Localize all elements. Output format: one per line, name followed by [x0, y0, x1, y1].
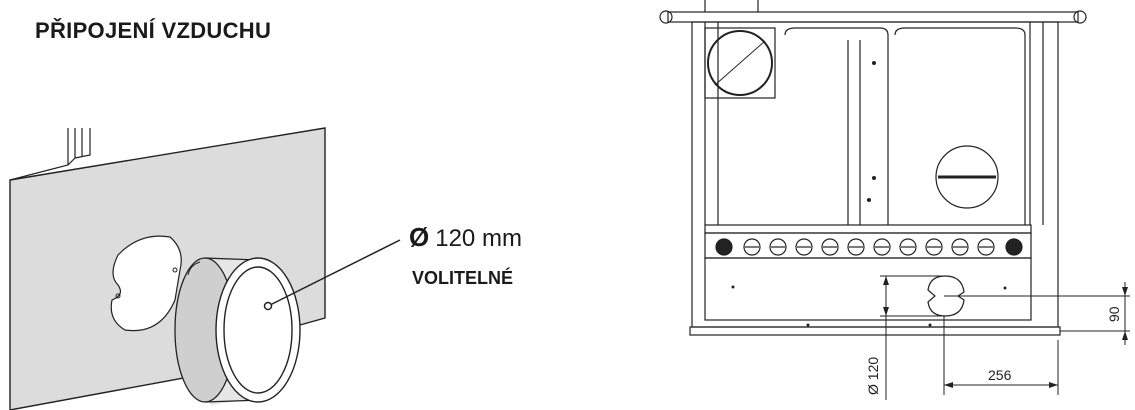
leader-line	[269, 239, 401, 306]
cover-screw	[172, 267, 178, 273]
round-vent	[935, 145, 999, 209]
air-inlet	[927, 275, 965, 317]
base-plinth	[689, 326, 1061, 336]
screws	[731, 61, 1007, 327]
upper-bracket	[9, 128, 91, 181]
rail-end-left	[659, 10, 673, 24]
dim-width-label: 256	[988, 367, 1012, 383]
panel-left	[784, 27, 889, 225]
dim-height-label: 90	[1106, 306, 1122, 322]
top-rail	[667, 11, 1079, 23]
middle-band	[704, 224, 1032, 234]
stove-body	[691, 21, 1059, 328]
leader-dot	[263, 301, 273, 311]
section-title: PŘIPOJENÍ VZDUCHU	[35, 18, 272, 43]
duct-opening-inner	[223, 266, 293, 394]
diameter-symbol: Ø	[409, 222, 430, 252]
dim-diameter-label: Ø 120	[865, 357, 881, 395]
lower-compartment	[704, 257, 1032, 321]
optional-label: VOLITELNÉ	[412, 268, 514, 288]
flue-outlet	[707, 30, 773, 96]
cover-screw	[115, 293, 121, 299]
panel-right	[894, 27, 1026, 225]
hole-cover	[110, 235, 182, 332]
diameter-value: 120 mm	[435, 225, 522, 252]
outlet-frame	[704, 27, 776, 99]
vent-holes	[715, 238, 1023, 256]
rail-end-right	[1073, 10, 1087, 24]
